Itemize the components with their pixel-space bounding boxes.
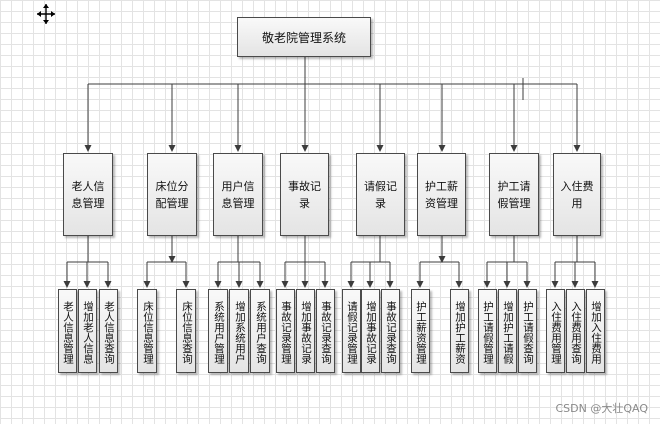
module-label: 护工薪资管理	[425, 179, 458, 210]
func-label: 增加入住费用	[590, 300, 602, 364]
func-node: 系统用户查询	[250, 289, 270, 373]
module-label: 老人信息管理	[71, 179, 105, 210]
func-label: 护工薪资管理	[415, 300, 427, 364]
module-node-caregiver-leave: 护工请假管理	[489, 153, 539, 236]
func-node: 入住费用查询	[566, 289, 585, 373]
func-node: 护工请假查询	[518, 289, 537, 373]
func-label: 床位信息查询	[181, 300, 193, 364]
root-node: 敬老院管理系统	[237, 17, 371, 57]
func-node: 请假记录管理	[342, 289, 361, 373]
module-label: 用户信息管理	[221, 179, 255, 210]
func-node: 增加入住费用	[586, 289, 605, 373]
module-node-leave-records: 请假记录	[356, 153, 405, 236]
func-label: 入住费用管理	[550, 300, 562, 364]
func-label: 增加护工请假	[502, 300, 514, 364]
module-node-bed-allocation: 床位分配管理	[147, 153, 197, 236]
func-node: 床位信息管理	[137, 289, 157, 373]
func-label: 护工请假查询	[522, 300, 534, 364]
func-node: 增加事故记录	[361, 289, 380, 373]
func-label: 增加护工薪资	[454, 300, 466, 364]
func-node: 事故记录查询	[381, 289, 400, 373]
func-node: 护工薪资管理	[411, 289, 430, 373]
func-label: 事故记录管理	[280, 300, 292, 364]
func-label: 护工请假管理	[482, 300, 494, 364]
func-label: 系统用户查询	[255, 300, 267, 364]
func-node: 增加老人信息	[78, 289, 97, 373]
func-node: 增加系统用户	[229, 289, 249, 373]
func-node: 床位信息查询	[176, 289, 196, 373]
func-label: 事故记录查询	[385, 300, 397, 364]
func-node: 事故记录管理	[276, 289, 295, 373]
module-label: 入住费用	[560, 179, 594, 210]
func-label: 增加事故记录	[300, 300, 312, 364]
func-node: 老人信息查询	[99, 289, 118, 373]
func-label: 增加系统用户	[234, 300, 246, 364]
func-label: 增加老人信息	[82, 300, 94, 364]
func-node: 护工请假管理	[478, 289, 497, 373]
func-node: 增加护工薪资	[450, 289, 469, 373]
func-node: 系统用户管理	[208, 289, 228, 373]
watermark-text: CSDN @大壮QAQ	[555, 402, 648, 415]
func-label: 老人信息查询	[103, 300, 115, 364]
func-label: 增加事故记录	[365, 300, 377, 364]
module-node-checkin-fees: 入住费用	[553, 153, 601, 236]
module-node-accident-records: 事故记录	[280, 153, 329, 236]
func-label: 系统用户管理	[213, 300, 225, 364]
func-node: 入住费用管理	[546, 289, 565, 373]
module-node-caregiver-salary: 护工薪资管理	[417, 153, 466, 236]
func-label: 入住费用查询	[570, 300, 582, 364]
func-node: 增加护工请假	[498, 289, 517, 373]
module-node-user-info: 用户信息管理	[213, 153, 263, 236]
func-label: 床位信息管理	[142, 300, 154, 364]
module-node-elder-info: 老人信息管理	[63, 153, 113, 236]
module-label: 床位分配管理	[155, 179, 189, 210]
func-label: 事故记录查询	[320, 300, 332, 364]
root-label: 敬老院管理系统	[261, 30, 346, 45]
module-label: 事故记录	[288, 179, 321, 210]
module-label: 请假记录	[364, 179, 397, 210]
move-cursor-icon	[37, 4, 55, 24]
func-node: 增加事故记录	[296, 289, 315, 373]
func-label: 老人信息管理	[62, 300, 74, 364]
func-label: 请假记录管理	[346, 300, 358, 364]
func-node: 事故记录查询	[316, 289, 335, 373]
func-node: 老人信息管理	[58, 289, 77, 373]
module-label: 护工请假管理	[497, 179, 531, 210]
